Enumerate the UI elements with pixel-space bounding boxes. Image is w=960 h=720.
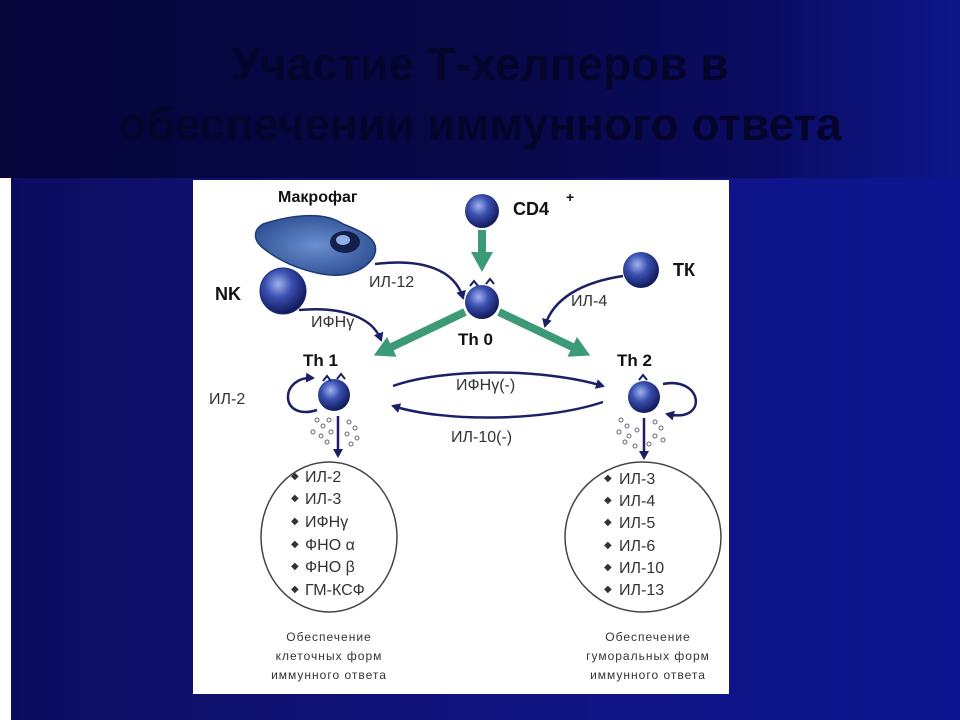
th1-caption-line-3: иммунного ответа — [271, 668, 387, 682]
svg-text:◆: ◆ — [291, 584, 299, 595]
svg-text:◆: ◆ — [604, 473, 612, 484]
th1-granules — [310, 417, 360, 447]
slide-title-line-1: Участие Т-хелперов в — [231, 38, 729, 90]
cd4-superscript: + — [566, 189, 574, 205]
ifng-nk-label: ИФНγ — [311, 314, 354, 331]
title-band — [0, 0, 960, 178]
svg-text:◆: ◆ — [291, 516, 299, 527]
th1-receptors — [322, 372, 346, 382]
list-item: ◆ ИЛ-3 — [291, 491, 341, 508]
cd4-cell — [465, 194, 499, 228]
th2-product-3: ИЛ-5 — [619, 515, 655, 532]
svg-text:◆: ◆ — [291, 539, 299, 550]
list-item: ◆ ИЛ-10 — [604, 560, 664, 577]
macrophage-cell — [254, 214, 377, 276]
th2-products-ellipse — [564, 461, 722, 613]
list-item: ◆ ФНО α — [291, 537, 355, 554]
nk-cell — [259, 267, 307, 315]
ifng-nk-arrow — [298, 308, 384, 342]
il4-label: ИЛ-4 — [571, 293, 607, 310]
th0-cell — [465, 285, 499, 319]
th2-caption-line-3: иммунного ответа — [590, 668, 706, 682]
slide-title: Участие Т-хелперов в обеспечении иммунно… — [0, 34, 960, 154]
left-white-bar — [0, 178, 11, 720]
th2-product-6: ИЛ-13 — [619, 582, 664, 599]
list-item: ◆ ИЛ-6 — [604, 538, 655, 555]
th2-caption: Обеспечение гуморальных форм иммунного о… — [586, 630, 710, 682]
th1-label: Th 1 — [303, 351, 338, 370]
ifng-inhibition-label: ИФНγ(-) — [456, 377, 515, 394]
th1-product-2: ИЛ-3 — [305, 491, 341, 508]
th2-product-1: ИЛ-3 — [619, 471, 655, 488]
th0-receptors — [469, 277, 495, 287]
th2-product-2: ИЛ-4 — [619, 493, 655, 510]
svg-text:◆: ◆ — [604, 562, 612, 573]
th2-autocrine-loop-arrow — [662, 381, 697, 421]
cd4-label: CD4 — [513, 199, 549, 219]
svg-text:◆: ◆ — [291, 493, 299, 504]
il12-label: ИЛ-12 — [369, 274, 414, 291]
th1-products-ellipse — [260, 461, 398, 613]
th1-caption: Обеспечение клеточных форм иммунного отв… — [271, 630, 387, 682]
svg-text:◆: ◆ — [604, 495, 612, 506]
th1-product-3: ИФНγ — [305, 514, 348, 531]
th2-cell — [628, 381, 660, 413]
list-item: ◆ ИЛ-2 — [291, 469, 341, 486]
diagram-svg: Макрофаг CD4 + NK ТК Th 0 ИЛ-12 ИФНγ ИЛ-… — [209, 189, 722, 682]
list-item: ◆ ИЛ-4 — [604, 493, 655, 510]
th2-product-5: ИЛ-10 — [619, 560, 664, 577]
list-item: ◆ ГМ-КСФ — [291, 582, 365, 599]
th2-receptors — [638, 373, 648, 381]
il10-inhibition-arrow — [391, 400, 604, 419]
svg-text:◆: ◆ — [291, 561, 299, 572]
ifng-inhibition-arrow — [392, 371, 605, 389]
th2-caption-line-1: Обеспечение — [605, 630, 690, 644]
il10-inhibition-label: ИЛ-10(-) — [451, 429, 512, 446]
th1-product-1: ИЛ-2 — [305, 469, 341, 486]
list-item: ◆ ИЛ-5 — [604, 515, 655, 532]
list-item: ◆ ИЛ-3 — [604, 471, 655, 488]
list-item: ◆ ИФНγ — [291, 514, 348, 531]
th2-product-4: ИЛ-6 — [619, 538, 655, 555]
svg-text:◆: ◆ — [604, 584, 612, 595]
slide-title-line-2: обеспечении иммунного ответа — [118, 98, 842, 150]
th0-to-th1-arrow — [373, 308, 467, 357]
svg-text:◆: ◆ — [291, 471, 299, 482]
th-differentiation-diagram: Макрофаг CD4 + NK ТК Th 0 ИЛ-12 ИФНγ ИЛ-… — [193, 180, 729, 694]
svg-text:◆: ◆ — [604, 540, 612, 551]
th1-cell — [318, 379, 350, 411]
th2-products-list: ◆ ИЛ-3 ◆ ИЛ-4 ◆ ИЛ-5 ◆ ИЛ-6 ◆ ИЛ-10 ◆ ИЛ… — [604, 471, 664, 599]
il4-arrow — [542, 274, 624, 328]
th0-label: Th 0 — [458, 330, 493, 349]
th1-caption-line-1: Обеспечение — [286, 630, 371, 644]
macrophage-label: Макрофаг — [278, 189, 358, 206]
th1-caption-line-2: клеточных форм — [276, 649, 383, 663]
th0-to-th2-arrow — [497, 308, 591, 357]
th1-product-4: ФНО α — [305, 537, 355, 554]
th1-product-6: ГМ-КСФ — [305, 582, 365, 599]
list-item: ◆ ФНО β — [291, 559, 355, 576]
th2-caption-line-2: гуморальных форм — [586, 649, 710, 663]
tk-cell — [623, 252, 659, 288]
nk-label: NK — [215, 284, 241, 304]
th1-products-list: ◆ ИЛ-2 ◆ ИЛ-3 ◆ ИФНγ ◆ ФНО α ◆ ФНО β ◆ Г… — [291, 469, 365, 599]
il2-loop-arrow — [286, 372, 318, 414]
th2-label: Th 2 — [617, 351, 652, 370]
il2-loop-label: ИЛ-2 — [209, 391, 245, 408]
th1-product-5: ФНО β — [305, 559, 355, 576]
il12-arrow — [374, 261, 466, 300]
svg-text:◆: ◆ — [604, 517, 612, 528]
list-item: ◆ ИЛ-13 — [604, 582, 664, 599]
tk-label: ТК — [673, 260, 696, 280]
th2-granules — [616, 417, 666, 449]
